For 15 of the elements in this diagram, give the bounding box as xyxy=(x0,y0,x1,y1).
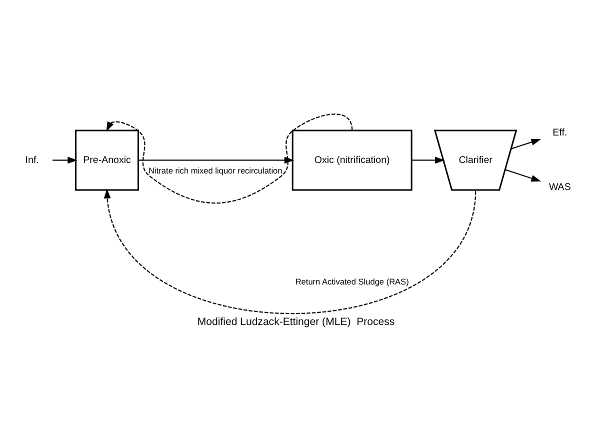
node-text: Inf. xyxy=(25,154,39,166)
arrow xyxy=(138,156,294,164)
node-box: Oxic (nitrification) xyxy=(292,129,412,190)
node-text: WAS xyxy=(548,181,571,192)
arrow xyxy=(412,156,445,164)
arrow xyxy=(505,168,542,182)
arrow xyxy=(106,113,353,204)
node-text: Eff. xyxy=(552,127,568,138)
arrow xyxy=(511,138,542,149)
arrow xyxy=(52,156,78,164)
node-box: Pre-Anoxic xyxy=(75,129,140,190)
arrow xyxy=(104,188,476,314)
caption: Modified Ludzack-Ettinger (MLE) Process xyxy=(197,316,395,328)
edge-label: Nitrate rich mixed liquor recirculation xyxy=(148,166,282,176)
edge-label: Return Activated Sludge (RAS) xyxy=(295,276,409,286)
